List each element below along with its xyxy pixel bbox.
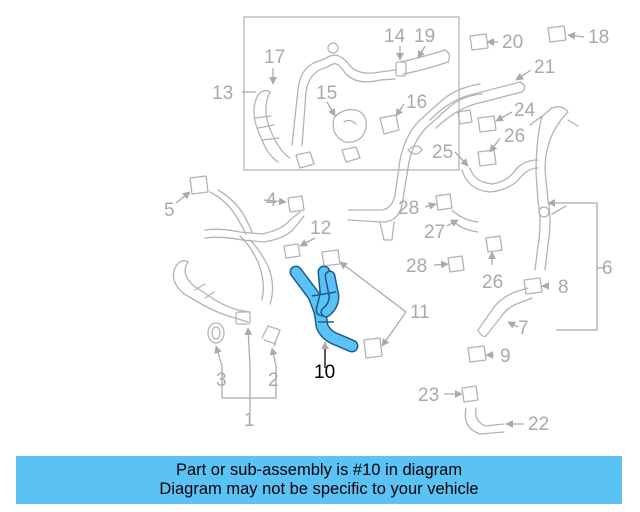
pipe-top-inset [291, 42, 396, 147]
hose-19 [395, 49, 451, 77]
long-pipe-center [347, 83, 483, 241]
callout-6: 6 [602, 258, 613, 279]
clamp-28-upper [435, 193, 453, 211]
callout-7: 7 [518, 318, 529, 339]
hose-upper-left [204, 189, 305, 305]
hose-lower-left [172, 260, 251, 325]
clamp-26-mid [485, 235, 503, 253]
callout-28a: 28 [398, 198, 419, 219]
callout-11: 11 [410, 302, 430, 323]
callout-19: 19 [414, 26, 435, 47]
clamp-16 [379, 114, 400, 135]
hose-22 [464, 407, 505, 435]
leader-lines [175, 32, 603, 428]
callout-15: 15 [316, 83, 337, 104]
oring-3 [207, 322, 225, 344]
hose-25 [461, 159, 539, 193]
clamp-28-lower [447, 255, 465, 273]
callout-23: 23 [418, 385, 439, 406]
clamp-24 [477, 115, 497, 133]
valve-15 [332, 109, 367, 143]
callout-26b: 26 [482, 272, 503, 293]
callout-21: 21 [534, 57, 555, 78]
clamp-18 [547, 25, 567, 43]
callout-1: 1 [244, 410, 255, 431]
callout-16: 16 [406, 92, 427, 113]
parts-diagram: 1 2 3 4 5 6 7 8 9 10 11 12 13 14 15 16 1… [164, 16, 613, 435]
clamp-5 [189, 175, 209, 195]
clamp-9 [467, 345, 487, 363]
hose-17 [253, 89, 291, 163]
clamp-4 [287, 195, 305, 213]
clamp-8 [523, 277, 543, 295]
clamp-12 [283, 243, 301, 259]
callout-28b: 28 [406, 256, 427, 277]
bracket-2 [261, 325, 281, 347]
callout-9: 9 [500, 346, 511, 367]
callout-25: 25 [432, 142, 453, 163]
callout-18: 18 [588, 27, 609, 48]
hose-7 [477, 287, 533, 338]
clamp-23 [461, 385, 479, 403]
clamp-11-bottom [363, 337, 383, 359]
connector-16 [457, 109, 473, 125]
callout-17: 17 [264, 47, 285, 68]
clamp-26-top [477, 149, 497, 167]
callout-22: 22 [528, 414, 549, 435]
callout-3: 3 [216, 370, 227, 391]
callout-2: 2 [268, 370, 279, 391]
info-banner: Part or sub-assembly is #10 in diagram D… [16, 456, 622, 504]
callout-8: 8 [558, 277, 569, 298]
banner-line-2: Diagram may not be specific to your vehi… [159, 480, 479, 498]
pipe-16-21 [429, 81, 526, 129]
callout-4: 4 [266, 190, 277, 211]
clamps-inset [295, 146, 361, 169]
callout-12: 12 [310, 218, 331, 239]
callout-10: 10 [314, 362, 335, 383]
callout-13: 13 [212, 83, 233, 104]
callout-26a: 26 [504, 126, 525, 147]
callout-24: 24 [514, 100, 536, 121]
callout-20: 20 [502, 32, 523, 53]
hose-10-highlighted [289, 265, 359, 353]
banner-line-1: Part or sub-assembly is #10 in diagram [175, 461, 463, 479]
callout-labels: 1 2 3 4 5 6 7 8 9 10 11 12 13 14 15 16 1… [164, 26, 613, 435]
clamp-11-top [321, 249, 341, 267]
callout-14: 14 [384, 26, 406, 47]
callout-27: 27 [424, 222, 445, 243]
callout-5: 5 [164, 200, 175, 221]
clamp-20 [469, 33, 489, 51]
pipe-right-6 [529, 106, 579, 271]
inset-box-13 [243, 16, 460, 171]
